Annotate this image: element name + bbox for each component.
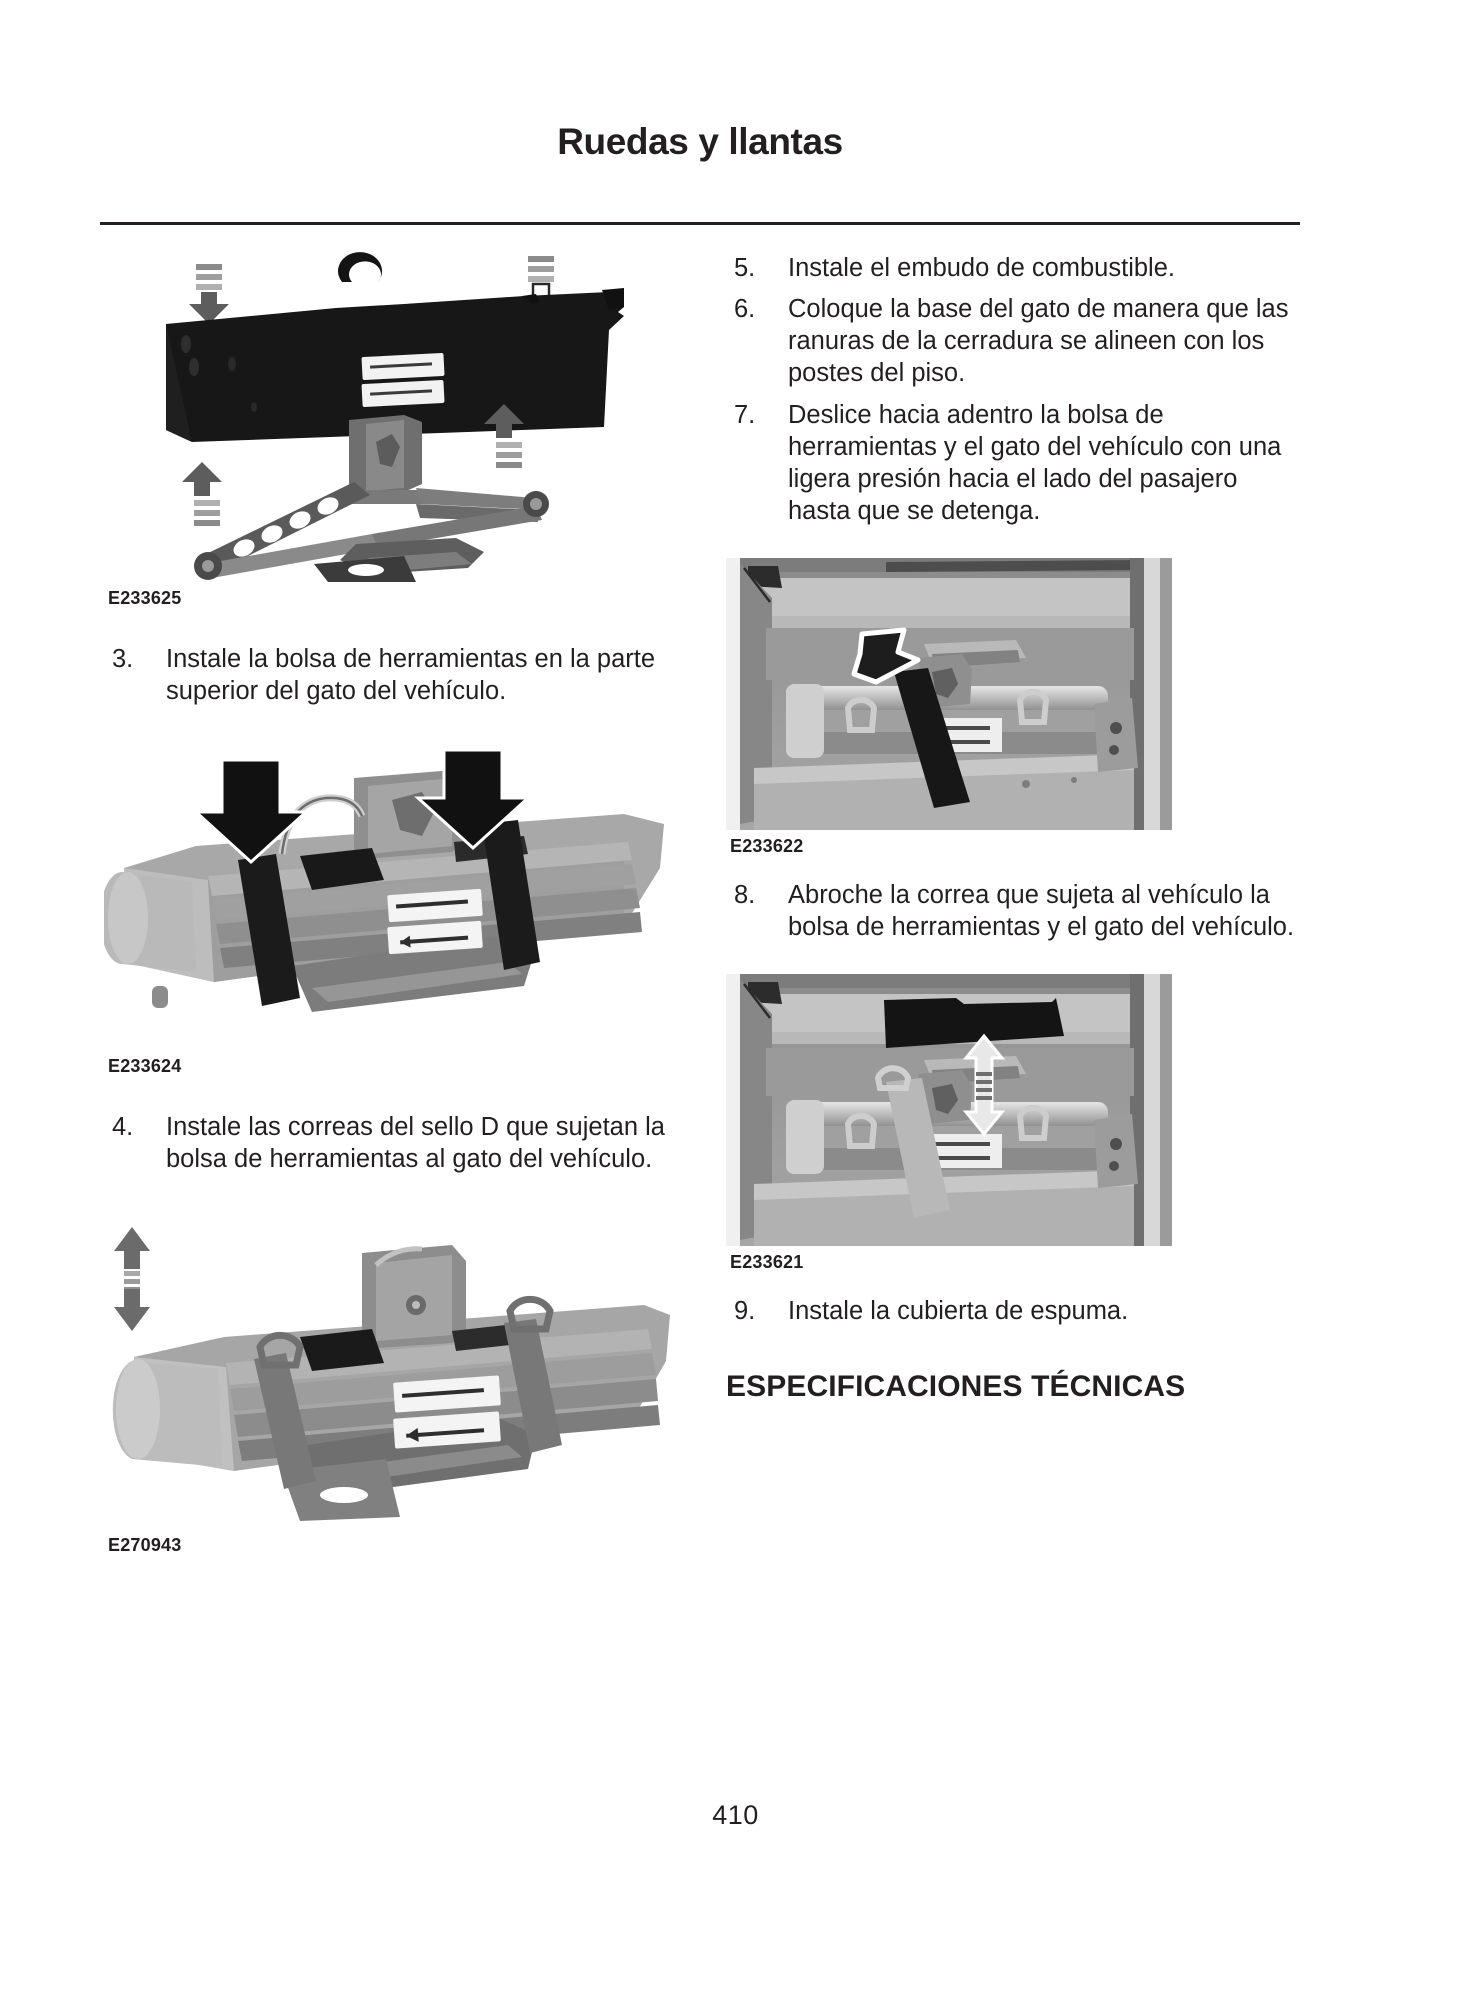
header-divider — [100, 222, 1300, 225]
strap-left — [238, 854, 300, 1007]
step-text: Instale la cubierta de espuma. — [788, 1297, 1129, 1326]
steps-list-right-2: 8. Abroche la correa que sujeta al vehíc… — [726, 879, 1300, 943]
left-column: E233625 3. Instale la bolsa de herramien… — [104, 252, 678, 1556]
step-number: 6. — [734, 295, 756, 324]
photo-cargo-area-buckled — [726, 974, 1172, 1247]
strap-right-d — [504, 1318, 562, 1453]
step-text: Deslice hacia adentro la bolsa de herram… — [788, 400, 1282, 525]
figure-photo-buckle-strap: E233621 — [726, 974, 1300, 1273]
step-number: 9. — [734, 1297, 756, 1326]
step-number: 8. — [734, 881, 756, 909]
step-text: Coloque la base del gato de manera que l… — [788, 295, 1289, 388]
figure-caption: E233622 — [730, 836, 804, 856]
bag-jack-assembly-dring — [112, 1244, 670, 1521]
step-item-3: 3. Instale la bolsa de herramientas en l… — [104, 643, 678, 707]
cargo-strap — [894, 668, 970, 808]
step-text: Abroche la correa que sujeta al vehículo… — [788, 881, 1295, 942]
steps-list-left-2: 4. Instale las correas del sello D que s… — [104, 1111, 678, 1175]
page-title: Ruedas y llantas — [557, 121, 843, 162]
arrow-up-down-white-icon — [962, 1033, 1006, 1137]
strap-left-d — [254, 1352, 316, 1489]
figure-caption: E233625 — [108, 588, 182, 608]
figure-caption: E270943 — [108, 1534, 182, 1555]
step-number: 3. — [112, 645, 134, 673]
scissor-jack-illustration — [194, 415, 549, 582]
figure-bag-strapped-to-jack: E233624 — [104, 750, 678, 1077]
step-text: Instale la bolsa de herramientas en la p… — [166, 645, 656, 706]
arrow-down-left-black-icon — [192, 758, 310, 865]
step-text: Instale el embudo de combustible. — [788, 254, 1175, 282]
step-item-8: 8. Abroche la correa que sujeta al vehíc… — [726, 879, 1300, 943]
figure-caption: E233621 — [730, 1252, 804, 1273]
step-item-5: 5. Instale el embudo de combustible. — [726, 252, 1300, 284]
strap-right — [482, 820, 540, 971]
step-item-9: 9. Instale la cubierta de espuma. — [726, 1295, 1300, 1327]
page-number: 410 — [712, 1800, 759, 1830]
photo-cargo-area-strap — [726, 558, 1172, 830]
cargo-strap-buckled — [886, 1078, 950, 1219]
figure-d-ring-straps: E270943 — [104, 1218, 678, 1556]
step-item-4: 4. Instale las correas del sello D que s… — [104, 1111, 678, 1175]
figure-photo-slide-inward: E233622 — [726, 558, 1300, 857]
section-heading-technical-specs: ESPECIFICACIONES TÉCNICAS — [726, 1370, 1186, 1404]
illustration-d-ring-straps — [104, 1218, 678, 1529]
arrow-up-left-icon — [182, 462, 222, 526]
illustration-bag-and-jack — [104, 252, 678, 582]
d-ring-right-icon — [506, 1295, 554, 1332]
tool-bag-illustration — [166, 252, 624, 442]
page-header: Ruedas y llantas — [100, 121, 1300, 163]
arrow-up-right-icon — [484, 404, 524, 468]
step-text: Instale las correas del sello D que suje… — [166, 1113, 665, 1174]
arrow-down-left-icon — [189, 264, 229, 324]
d-ring-left-icon — [256, 1331, 304, 1368]
step-item-6: 6. Coloque la base del gato de manera qu… — [726, 293, 1300, 389]
arrow-up-down-icon — [114, 1226, 150, 1331]
step-number: 4. — [112, 1113, 134, 1142]
figure-caption: E233624 — [108, 1056, 182, 1077]
arrow-pointing-down-right-icon — [851, 627, 921, 685]
step-number: 5. — [734, 254, 756, 282]
steps-list-right-3: 9. Instale la cubierta de espuma. — [726, 1295, 1300, 1327]
illustration-bag-straps — [104, 750, 678, 1051]
step-item-7: 7. Deslice hacia adentro la bolsa de her… — [726, 399, 1300, 528]
steps-list-left-1: 3. Instale la bolsa de herramientas en l… — [104, 643, 678, 707]
step-number: 7. — [734, 400, 756, 429]
dark-block — [884, 998, 1064, 1049]
steps-list-right-1: 5. Instale el embudo de combustible. 6. … — [726, 252, 1300, 527]
right-column: 5. Instale el embudo de combustible. 6. … — [726, 252, 1300, 1405]
figure-tool-bag-above-jack: E233625 — [104, 252, 678, 609]
arrow-down-right-black-icon — [414, 750, 532, 851]
